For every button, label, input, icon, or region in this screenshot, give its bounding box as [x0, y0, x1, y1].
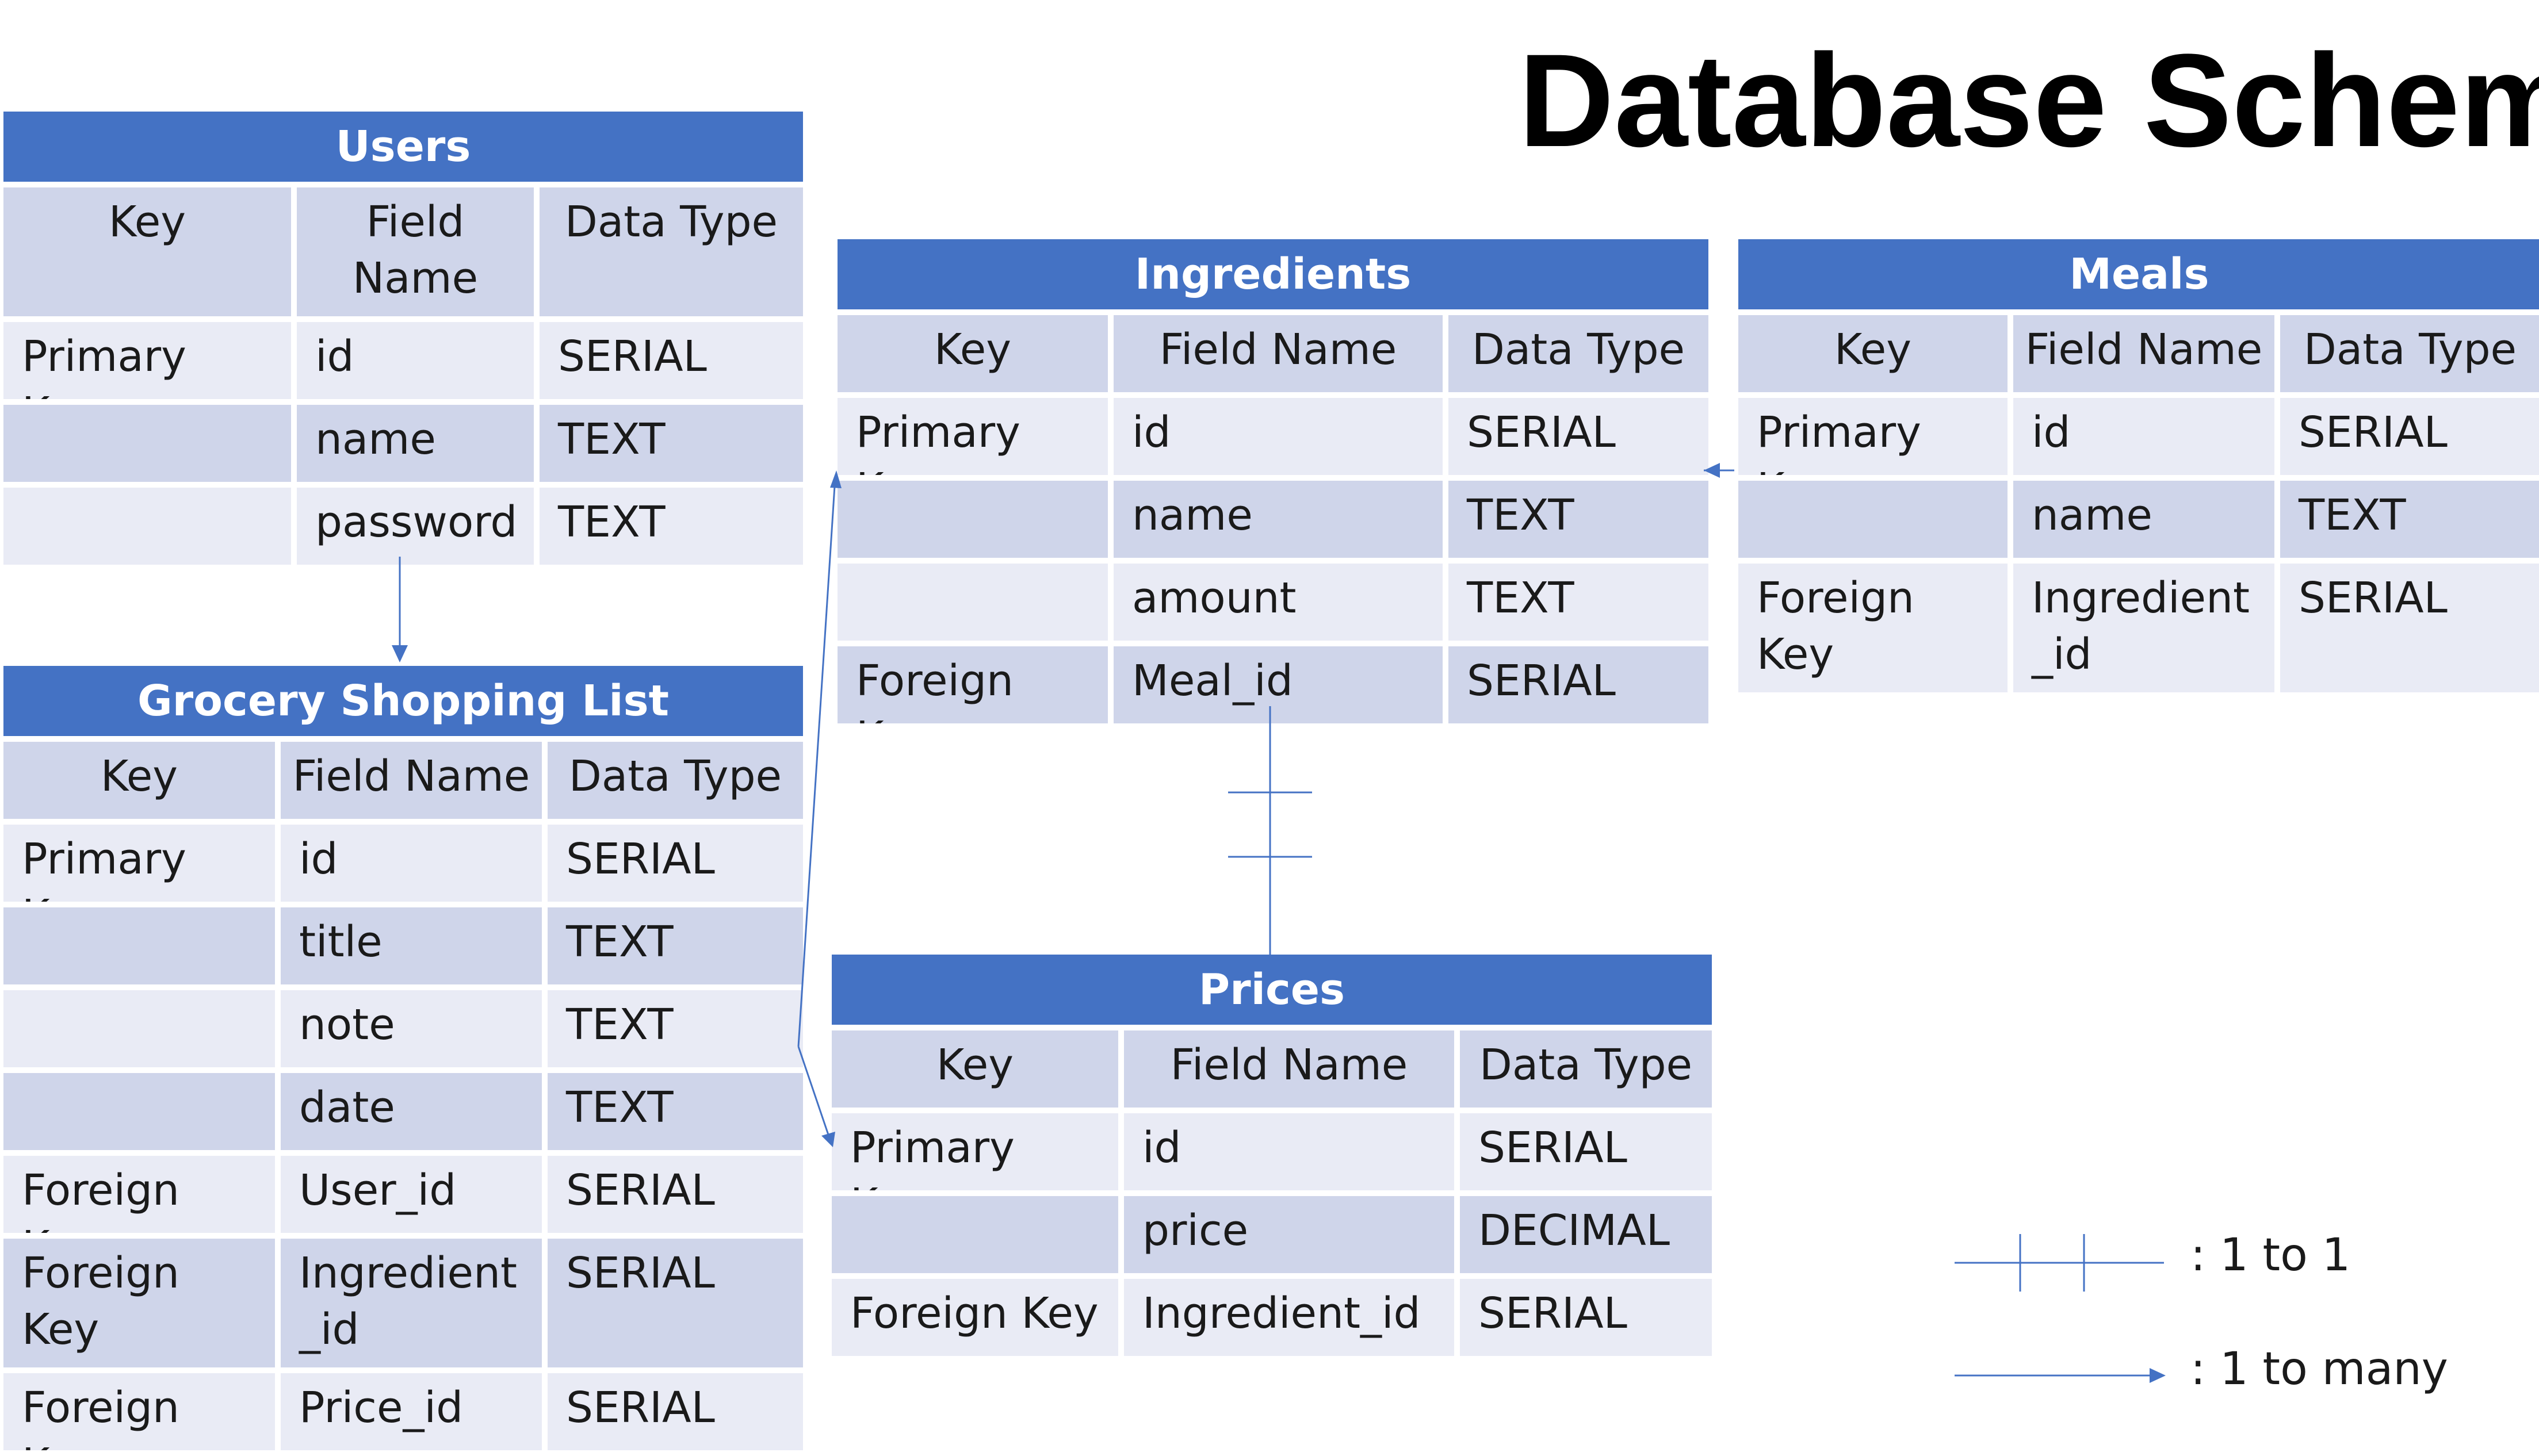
- meals-cell-key: Primary Key: [1738, 398, 2008, 475]
- meals-cell-type: TEXT: [2280, 481, 2539, 558]
- ingredients-cell-type: SERIAL: [1448, 646, 1708, 723]
- grocery-cell-key: Foreign Key: [3, 1156, 275, 1233]
- grocery-cell-field: title: [281, 907, 542, 984]
- prices-cell-field: Ingredient_id: [1124, 1279, 1454, 1356]
- grocery-column-header-field: Field Name: [281, 742, 542, 819]
- meals-table-title: Meals: [1738, 239, 2539, 309]
- meals-column-header-type: Data Type: [2280, 315, 2539, 392]
- grocery-cell-type: SERIAL: [548, 1156, 803, 1233]
- grocery-cell-field: note: [281, 990, 542, 1067]
- prices-cell-type: SERIAL: [1460, 1279, 1712, 1356]
- users-column-header-type: Data Type: [540, 187, 803, 316]
- page-title: Database Schema: [1519, 26, 2539, 174]
- grocery-cell-field: User_id: [281, 1156, 542, 1233]
- ingredients-cell-key: [838, 564, 1108, 641]
- grocery-to-ingredients-arrow: [797, 477, 836, 1047]
- ingredients-cell-field: name: [1114, 481, 1443, 558]
- users-cell-type: SERIAL: [540, 322, 803, 399]
- grocery-column-header-key: Key: [3, 742, 275, 819]
- prices-cell-key: Foreign Key: [832, 1279, 1118, 1356]
- legend-one-to-many-label: : 1 to many: [2190, 1343, 2448, 1395]
- meals-cell-key: Foreign Key: [1738, 564, 2008, 692]
- users-cell-key: [3, 488, 291, 565]
- users-cell-field: name: [297, 405, 534, 482]
- users-to-grocery-arrowhead: [392, 645, 408, 662]
- users-table-title: Users: [3, 112, 803, 182]
- grocery-cell-field: date: [281, 1073, 542, 1150]
- ingredients-cell-field: amount: [1114, 564, 1443, 641]
- ingredients-column-header-key: Key: [838, 315, 1108, 392]
- prices-cell-key: [832, 1196, 1118, 1273]
- meals-to-ingredients-arrowhead: [1704, 463, 1720, 478]
- meals-cell-field: id: [2013, 398, 2274, 475]
- ingredients-column-header-type: Data Type: [1448, 315, 1708, 392]
- ingredients-cell-type: TEXT: [1448, 481, 1708, 558]
- users-column-header-key: Key: [3, 187, 291, 316]
- grocery-table-title: Grocery Shopping List: [3, 666, 803, 736]
- users-cell-type: TEXT: [540, 488, 803, 565]
- grocery-cell-field: Ingredient _id: [281, 1239, 542, 1367]
- legend-one-to-many-arrowhead: [2150, 1368, 2166, 1383]
- prices-cell-key: Primary Key: [832, 1113, 1118, 1190]
- prices-cell-field: id: [1124, 1113, 1454, 1190]
- meals-cell-type: SERIAL: [2280, 564, 2539, 692]
- ingredients-table-title: Ingredients: [838, 239, 1708, 309]
- prices-column-header-key: Key: [832, 1030, 1118, 1108]
- grocery-cell-key: [3, 907, 275, 984]
- grocery-cell-type: SERIAL: [548, 1239, 803, 1367]
- grocery-cell-key: [3, 1073, 275, 1150]
- grocery-cell-key: [3, 990, 275, 1067]
- prices-cell-type: SERIAL: [1460, 1113, 1712, 1190]
- meals-cell-field: Ingredient _id: [2013, 564, 2274, 692]
- ingredients-cell-field: Meal_id: [1114, 646, 1443, 723]
- users-cell-key: [3, 405, 291, 482]
- ingredients-column-header-field: Field Name: [1114, 315, 1443, 392]
- users-cell-field: id: [297, 322, 534, 399]
- users-cell-type: TEXT: [540, 405, 803, 482]
- grocery-cell-field: id: [281, 825, 542, 902]
- meals-cell-field: name: [2013, 481, 2274, 558]
- grocery-column-header-type: Data Type: [548, 742, 803, 819]
- ingredients-cell-type: SERIAL: [1448, 398, 1708, 475]
- grocery-to-prices-arrowhead: [821, 1132, 835, 1147]
- prices-column-header-field: Field Name: [1124, 1030, 1454, 1108]
- grocery-cell-type: SERIAL: [548, 825, 803, 902]
- grocery-cell-key: Primary Key: [3, 825, 275, 902]
- grocery-to-ingredients-arrowhead: [830, 470, 842, 488]
- grocery-cell-type: TEXT: [548, 907, 803, 984]
- users-cell-key: Primary Key: [3, 322, 291, 399]
- meals-cell-key: [1738, 481, 2008, 558]
- prices-cell-field: price: [1124, 1196, 1454, 1273]
- ingredients-cell-key: Primary Key: [838, 398, 1108, 475]
- meals-column-header-key: Key: [1738, 315, 2008, 392]
- grocery-cell-type: TEXT: [548, 990, 803, 1067]
- prices-cell-type: DECIMAL: [1460, 1196, 1712, 1273]
- grocery-to-prices-arrow: [797, 1046, 832, 1142]
- meals-column-header-field: Field Name: [2013, 315, 2274, 392]
- users-column-header-field: Field Name: [297, 187, 534, 316]
- ingredients-cell-key: [838, 481, 1108, 558]
- meals-cell-type: SERIAL: [2280, 398, 2539, 475]
- ingredients-cell-field: id: [1114, 398, 1443, 475]
- prices-column-header-type: Data Type: [1460, 1030, 1712, 1108]
- grocery-cell-key: Foreign Key: [3, 1239, 275, 1367]
- ingredients-cell-key: Foreign Key: [838, 646, 1108, 723]
- users-cell-field: password: [297, 488, 534, 565]
- grocery-cell-type: TEXT: [548, 1073, 803, 1150]
- ingredients-cell-type: TEXT: [1448, 564, 1708, 641]
- legend-one-to-one-label: : 1 to 1: [2190, 1229, 2351, 1281]
- prices-table-title: Prices: [832, 955, 1712, 1025]
